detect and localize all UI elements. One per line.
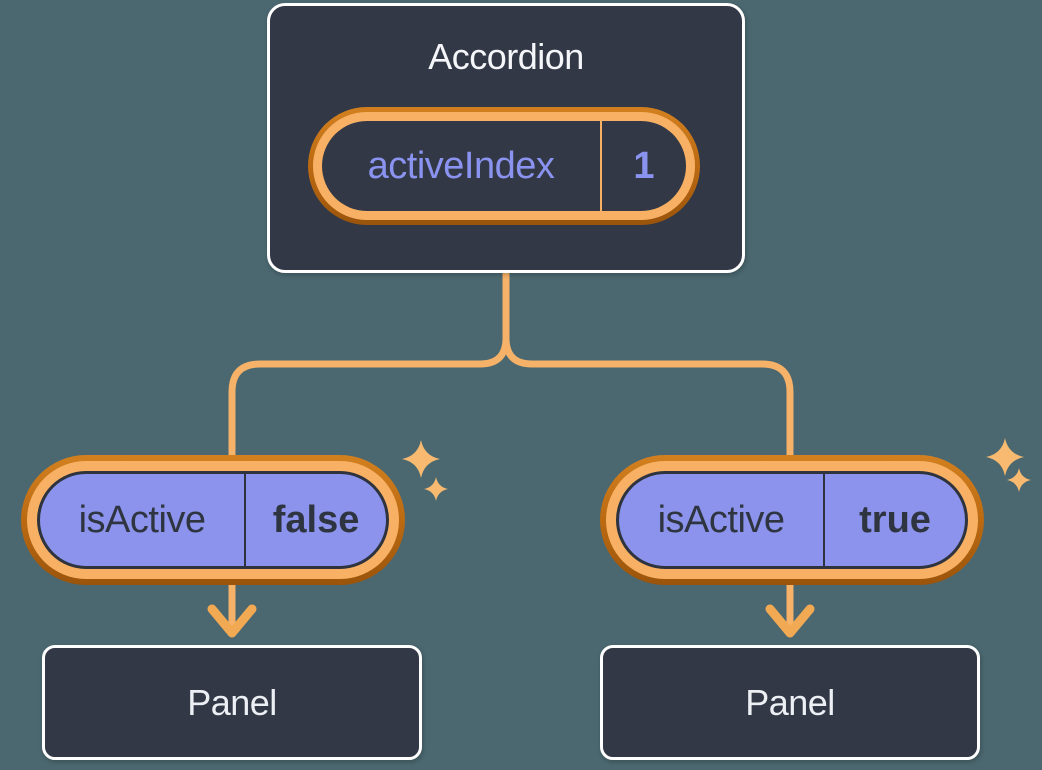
state-pill-activeindex: activeIndex 1 xyxy=(308,107,700,225)
panel-label: Panel xyxy=(745,681,835,723)
pill-divider xyxy=(823,474,826,566)
state-pill-content: activeIndex 1 xyxy=(322,121,686,211)
prop-value-label: true xyxy=(859,498,931,541)
prop-pill-content: isActive true xyxy=(616,471,968,569)
prop-name-label: isActive xyxy=(657,498,785,541)
prop-value-label: false xyxy=(272,498,360,541)
accordion-title: Accordion xyxy=(428,36,584,77)
prop-pill-isactive-true: isActive true xyxy=(600,455,984,585)
prop-name-label: isActive xyxy=(78,498,206,541)
pill-inner-ring: activeIndex 1 xyxy=(313,112,695,220)
panel-box-left: Panel xyxy=(42,645,422,760)
prop-pill-content: isActive false xyxy=(37,471,389,569)
pill-divider xyxy=(244,474,247,566)
sparkle-icon xyxy=(424,477,448,501)
sparkle-icon xyxy=(986,438,1024,476)
arrowhead-left-icon xyxy=(207,604,257,638)
panel-label: Panel xyxy=(187,681,277,723)
pill-outer-ring: isActive true xyxy=(600,455,984,585)
pill-outer-ring: isActive false xyxy=(21,455,405,585)
pill-inner-ring: isActive false xyxy=(27,461,399,579)
connector-line-right xyxy=(502,270,794,635)
arrowhead-right-icon xyxy=(765,604,815,638)
sparkle-icon xyxy=(1007,468,1031,492)
state-name-label: activeIndex xyxy=(367,144,555,187)
pill-divider xyxy=(600,121,602,211)
pill-inner-ring: isActive true xyxy=(606,461,978,579)
prop-pill-isactive-false: isActive false xyxy=(21,455,405,585)
pill-outer-ring: activeIndex 1 xyxy=(308,107,700,225)
panel-box-right: Panel xyxy=(600,645,980,760)
state-value-label: 1 xyxy=(633,144,655,187)
sparkle-icon xyxy=(402,440,440,478)
